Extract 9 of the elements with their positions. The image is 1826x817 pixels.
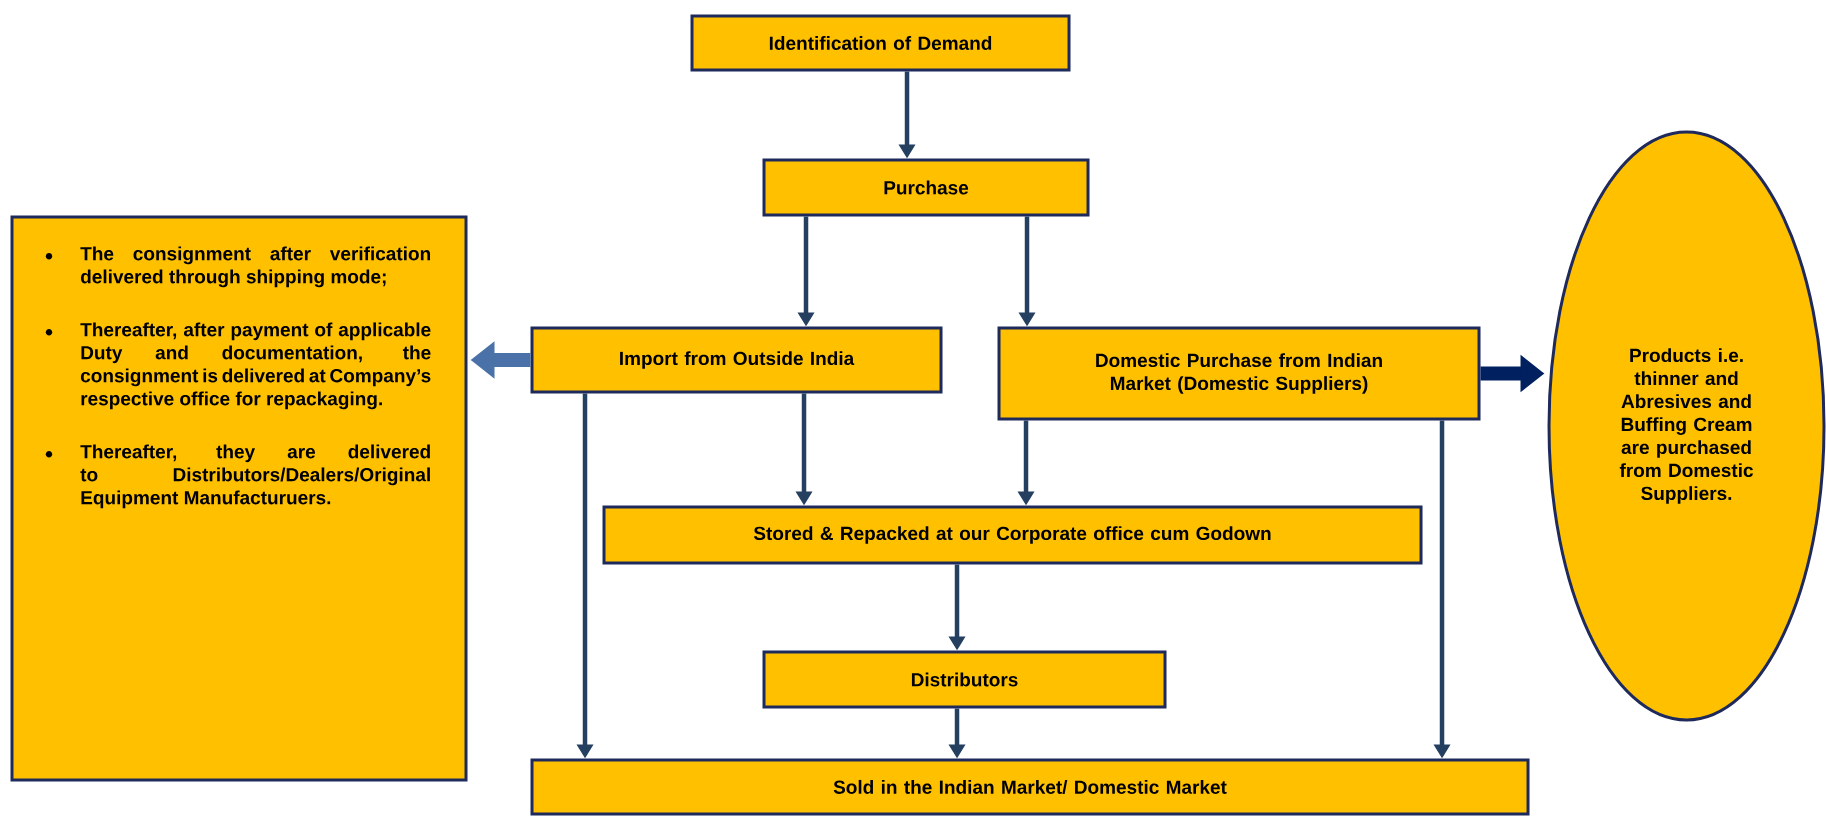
process-box: Identification of Demand bbox=[690, 14, 1071, 72]
process-box: Purchase bbox=[762, 158, 1090, 217]
oval-callout: Products i.e. thinner and Abresives and Buffing Cream are purchased from Domestic Suppliers. bbox=[1547, 130, 1826, 722]
bullet-text-box: The consignment after verification delivered through shipping mode; Thereafter, after payment of applicable Duty and documentation, the consignment is delivered at Company’s respective office for repackaging. Thereafter, they are delivered to Distributors/Dealers/Original Equipment Manufacturuers. bbox=[10, 215, 468, 782]
process-box: Stored & Repacked at our Corporate office cum Godown bbox=[602, 505, 1423, 565]
process-box: Sold in the Indian Market/ Domestic Market bbox=[530, 758, 1530, 816]
process-box: Import from Outside India bbox=[530, 326, 943, 394]
process-box: Distributors bbox=[762, 650, 1167, 709]
process-box: Domestic Purchase from Indian Market (Domestic Suppliers) bbox=[997, 326, 1481, 421]
